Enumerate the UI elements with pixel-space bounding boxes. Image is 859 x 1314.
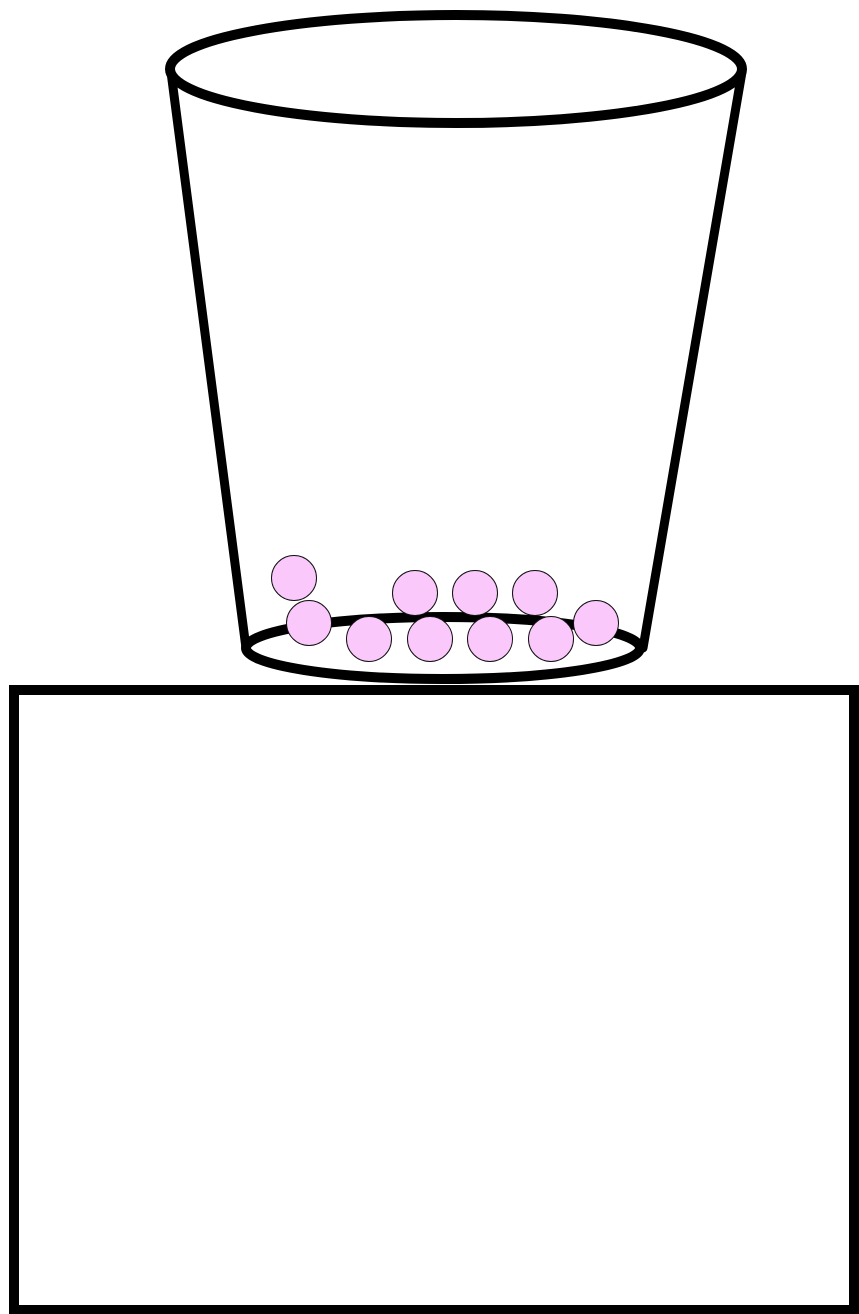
ball [408,617,453,662]
ball [453,571,498,616]
ball-group [272,556,619,662]
cup-right-wall [643,72,742,648]
ball [287,601,332,646]
cup [170,15,742,679]
ball [529,617,574,662]
ball [393,571,438,616]
cup-left-wall [171,72,246,648]
ball [513,571,558,616]
cup-rim [170,15,742,123]
ball [468,617,513,662]
box [14,690,854,1310]
ball [574,601,619,646]
ball [347,617,392,662]
ball [272,556,317,601]
